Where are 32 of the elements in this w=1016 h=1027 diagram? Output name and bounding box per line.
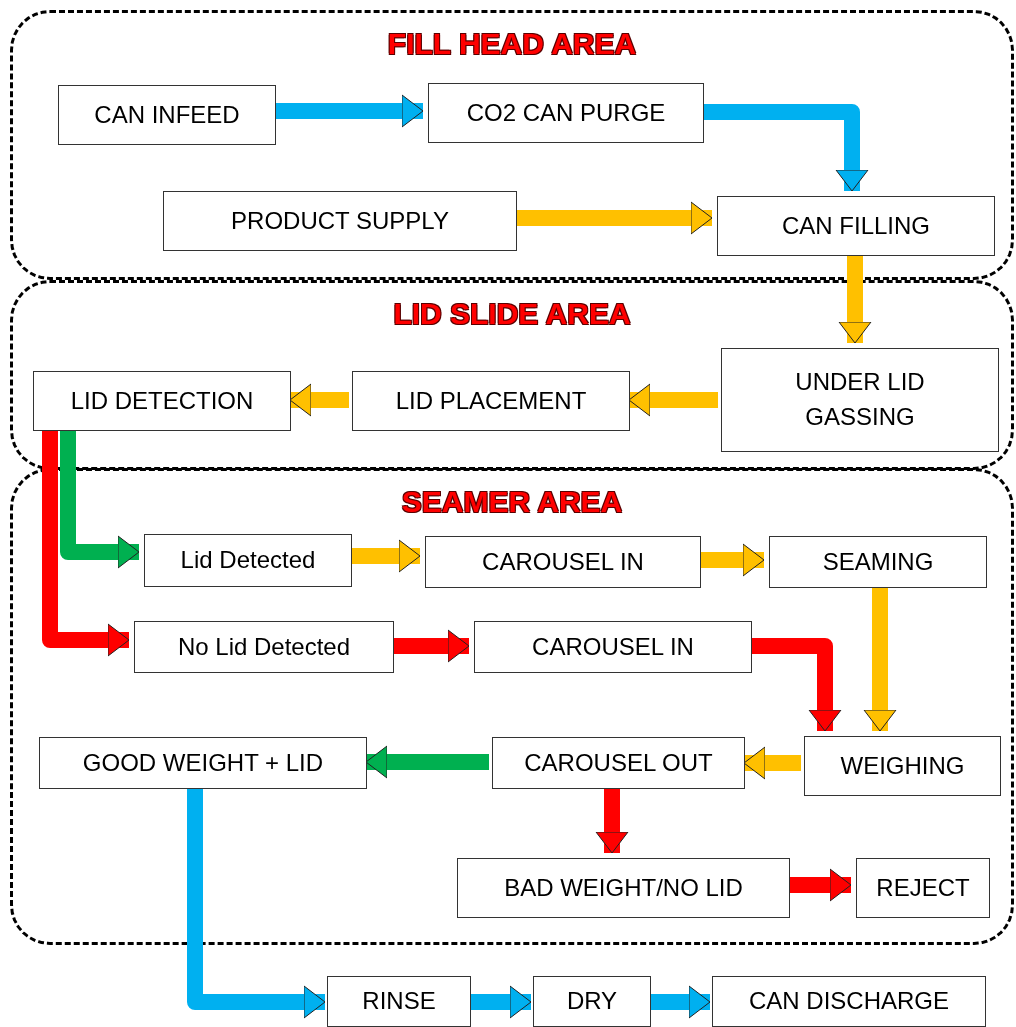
process-box: CO2 CAN PURGE bbox=[428, 83, 704, 143]
process-box: LID PLACEMENT bbox=[352, 371, 630, 431]
process-box: CAROUSEL OUT bbox=[492, 737, 745, 789]
process-box: GOOD WEIGHT + LID bbox=[39, 737, 367, 789]
process-box: CAROUSEL IN bbox=[425, 536, 701, 588]
block-arrow bbox=[651, 985, 711, 1019]
process-box: CAROUSEL IN bbox=[474, 621, 752, 673]
process-box: CAN DISCHARGE bbox=[712, 976, 986, 1027]
area-title: LID SLIDE AREA bbox=[393, 297, 631, 331]
dashed-area-region bbox=[10, 10, 1014, 280]
process-box: PRODUCT SUPPLY bbox=[163, 191, 517, 251]
block-arrow bbox=[289, 383, 349, 417]
area-title: FILL HEAD AREA bbox=[387, 27, 637, 61]
block-arrow bbox=[471, 985, 532, 1019]
dashed-area-region bbox=[10, 468, 1014, 945]
process-box: No Lid Detected bbox=[134, 621, 394, 673]
process-box: CAN INFEED bbox=[58, 85, 276, 145]
dashed-area-region bbox=[10, 280, 1014, 470]
process-box: WEIGHING bbox=[804, 736, 1001, 796]
block-arrow bbox=[743, 746, 801, 780]
process-box: SEAMING bbox=[769, 536, 987, 588]
process-box: BAD WEIGHT/NO LID bbox=[457, 858, 790, 918]
process-box: LID DETECTION bbox=[33, 371, 291, 431]
block-arrow bbox=[365, 745, 489, 779]
block-arrow bbox=[628, 383, 718, 417]
process-box: RINSE bbox=[327, 976, 471, 1027]
process-box: UNDER LID GASSING bbox=[721, 348, 999, 452]
process-box: CAN FILLING bbox=[717, 196, 995, 256]
process-box: Lid Detected bbox=[144, 534, 352, 587]
area-title: SEAMER AREA bbox=[401, 485, 623, 519]
process-box: REJECT bbox=[856, 858, 990, 918]
process-box: DRY bbox=[533, 976, 651, 1027]
